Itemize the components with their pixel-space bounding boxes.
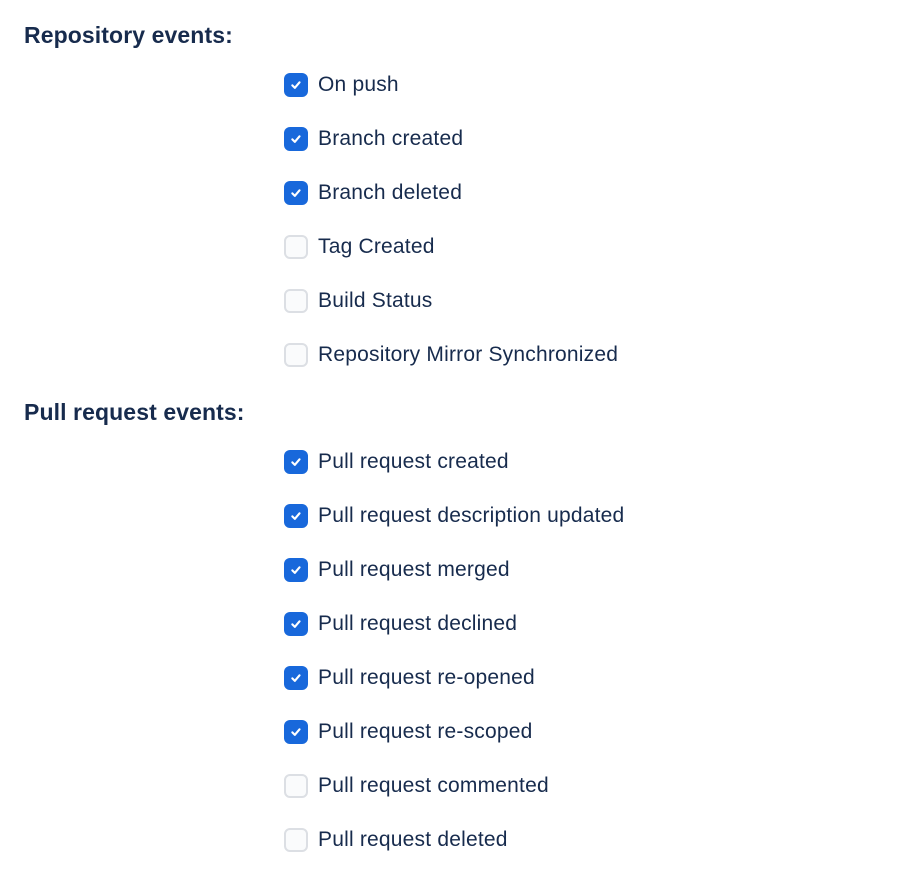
checkbox-label: Pull request merged [318, 558, 510, 581]
check-icon [291, 135, 301, 143]
checkbox-row[interactable]: Pull request created [284, 450, 914, 474]
checkbox-label: On push [318, 73, 399, 96]
checkbox-label: Branch created [318, 127, 464, 150]
checkbox[interactable] [284, 73, 308, 97]
checkbox[interactable] [284, 612, 308, 636]
checkbox-group: On push Branch created Branch deleted Ta… [284, 73, 914, 367]
checkbox[interactable] [284, 504, 308, 528]
checkbox[interactable] [284, 127, 308, 151]
checkbox[interactable] [284, 181, 308, 205]
check-icon [291, 189, 301, 197]
webhook-events-form: Repository events: On push Branch create… [24, 20, 914, 852]
checkbox-row[interactable]: Build Status [284, 289, 914, 313]
checkbox-label: Pull request created [318, 450, 509, 473]
checkbox-label: Pull request declined [318, 612, 518, 635]
checkbox[interactable] [284, 774, 308, 798]
checkbox-row[interactable]: Pull request deleted [284, 828, 914, 852]
checkbox-row[interactable]: Pull request declined [284, 612, 914, 636]
checkbox-label: Pull request description updated [318, 504, 625, 527]
checkbox-label: Repository Mirror Synchronized [318, 343, 619, 366]
section-heading: Pull request events: [24, 399, 245, 425]
checkbox[interactable] [284, 343, 308, 367]
check-icon [291, 728, 301, 736]
checkbox-row[interactable]: Pull request re-opened [284, 666, 914, 690]
event-section: Repository events: On push Branch create… [24, 20, 914, 367]
checkbox-row[interactable]: Branch deleted [284, 181, 914, 205]
section-heading: Repository events: [24, 22, 233, 48]
checkbox-label: Branch deleted [318, 181, 463, 204]
check-icon [291, 674, 301, 682]
check-icon [291, 566, 301, 574]
checkbox-row[interactable]: Pull request re-scoped [284, 720, 914, 744]
check-icon [291, 81, 301, 89]
checkbox-row[interactable]: Pull request merged [284, 558, 914, 582]
checkbox-row[interactable]: Pull request description updated [284, 504, 914, 528]
checkbox-row[interactable]: Branch created [284, 127, 914, 151]
checkbox-label: Pull request re-opened [318, 666, 535, 689]
checkbox-label: Pull request commented [318, 774, 549, 797]
checkbox[interactable] [284, 289, 308, 313]
check-icon [291, 620, 301, 628]
checkbox-row[interactable]: Pull request commented [284, 774, 914, 798]
checkbox-label: Tag Created [318, 235, 435, 258]
checkbox[interactable] [284, 450, 308, 474]
checkbox-label: Pull request re-scoped [318, 720, 533, 743]
checkbox[interactable] [284, 558, 308, 582]
checkbox-label: Pull request deleted [318, 828, 508, 851]
checkbox-label: Build Status [318, 289, 433, 312]
checkbox-row[interactable]: Repository Mirror Synchronized [284, 343, 914, 367]
check-icon [291, 458, 301, 466]
checkbox-group: Pull request created Pull request descri… [284, 450, 914, 852]
checkbox-row[interactable]: On push [284, 73, 914, 97]
checkbox[interactable] [284, 666, 308, 690]
checkbox[interactable] [284, 828, 308, 852]
checkbox[interactable] [284, 720, 308, 744]
check-icon [291, 512, 301, 520]
event-section: Pull request events: Pull request create… [24, 397, 914, 852]
checkbox-row[interactable]: Tag Created [284, 235, 914, 259]
checkbox[interactable] [284, 235, 308, 259]
